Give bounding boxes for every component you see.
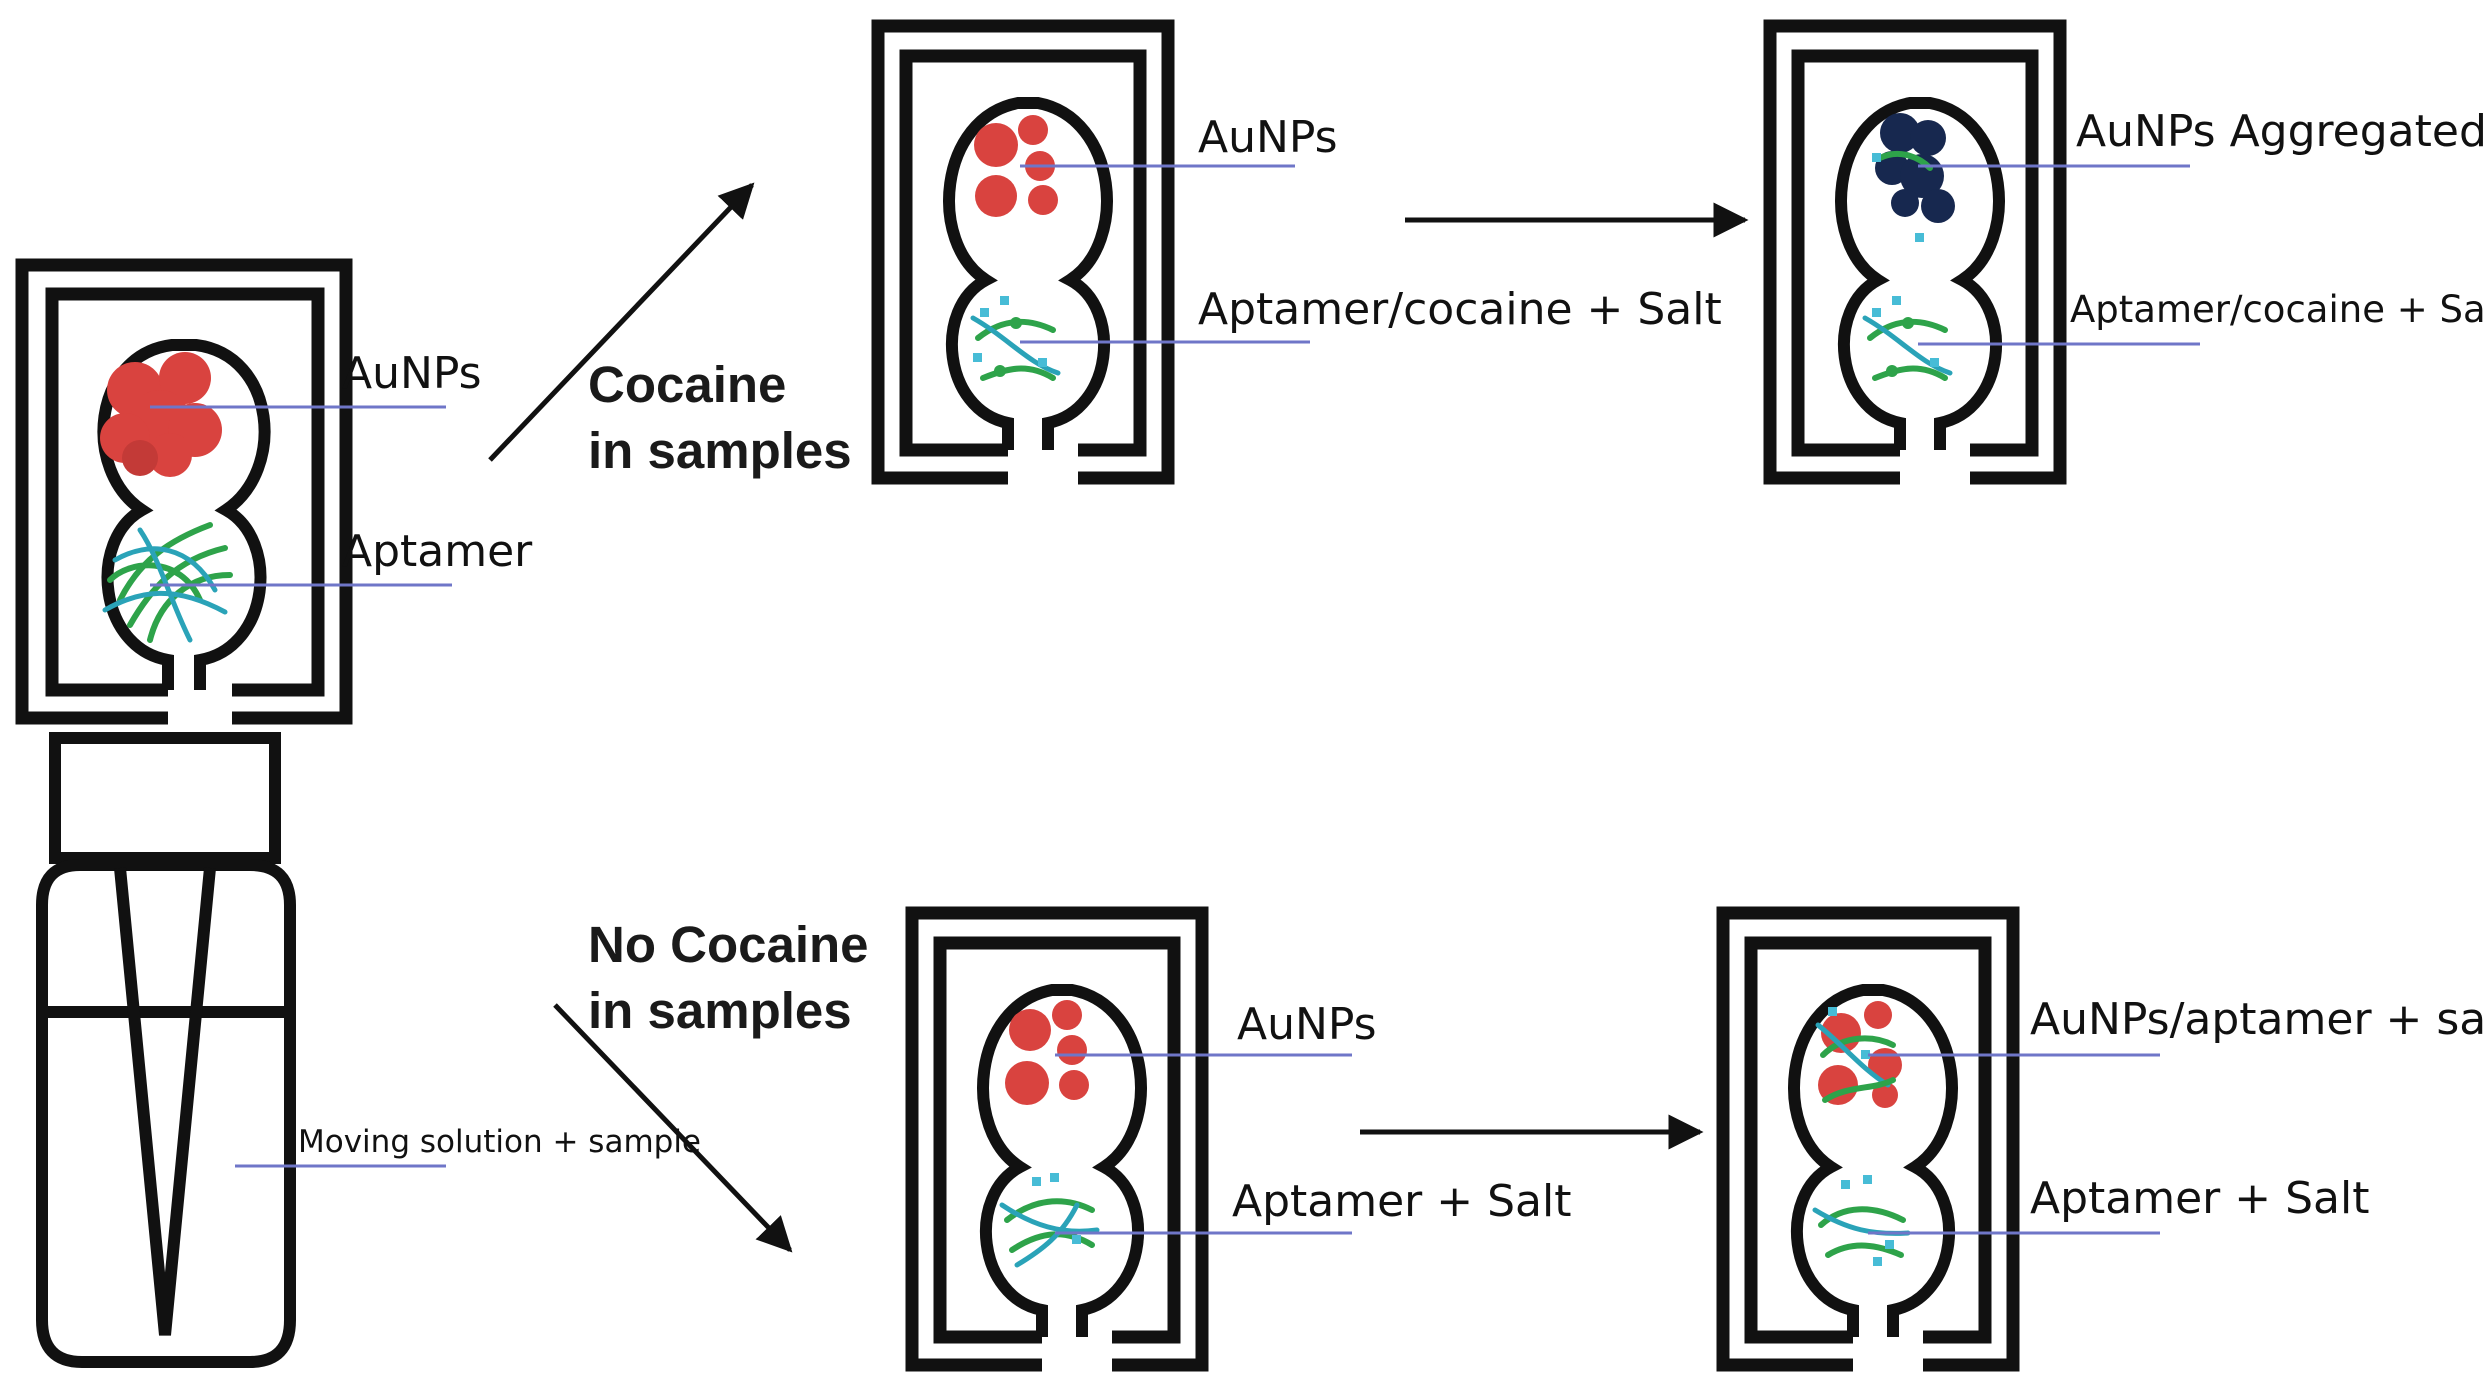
cocaine-branch-arrow bbox=[488, 182, 755, 462]
left-aunp-cluster bbox=[100, 352, 222, 477]
left-aunps-label: AuNPs bbox=[342, 348, 482, 399]
cocaine-label-line2: in samples bbox=[588, 422, 852, 479]
left-aptamer-strands bbox=[102, 522, 233, 643]
no-cocaine-label-line1: No Cocaine bbox=[588, 916, 869, 973]
left-moving-label: Moving solution + sample bbox=[298, 1124, 701, 1160]
cocaine-stage2-bottom-label: Aptamer/cocaine + Salt bbox=[2070, 288, 2487, 331]
no-cocaine-branch-arrow bbox=[553, 1003, 793, 1253]
cocaine-stage1-top-label: AuNPs bbox=[1198, 112, 1338, 163]
left-device: AuNPs Aptamer Moving solution + sample bbox=[15, 258, 701, 1368]
no-cocaine-stage1-top-label: AuNPs bbox=[1237, 999, 1377, 1050]
no-cocaine-label-line2: in samples bbox=[588, 982, 852, 1039]
cocaine-stage1-bottom-label: Aptamer/cocaine + Salt bbox=[1198, 284, 1722, 335]
no-cocaine-stage1-bottom-label: Aptamer + Salt bbox=[1232, 1176, 1571, 1227]
no-cocaine-stage2-bottom-label: Aptamer + Salt bbox=[2030, 1173, 2369, 1224]
cocaine-stage2-device bbox=[1763, 19, 2067, 485]
cocaine-stage1-device bbox=[871, 19, 1175, 485]
cocaine-label-line1: Cocaine bbox=[588, 356, 786, 413]
cocaine-stage2-top-label: AuNPs Aggregated bbox=[2076, 106, 2487, 157]
left-aptamer-label: Aptamer bbox=[342, 526, 533, 577]
no-cocaine-stage2-device bbox=[1716, 906, 2020, 1372]
no-cocaine-stage2-top-label: AuNPs/aptamer + salt bbox=[2030, 994, 2487, 1045]
no-cocaine-stage1-device bbox=[905, 906, 1209, 1372]
